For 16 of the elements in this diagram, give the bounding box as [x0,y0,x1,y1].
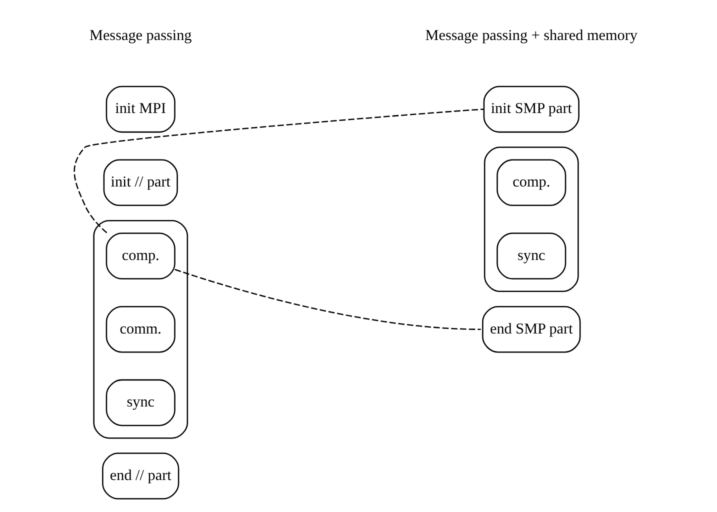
node-box: init // part [102,159,178,206]
node-box: end // part [102,452,179,500]
cluster [92,220,188,439]
node-box: comm. [105,306,175,353]
node-box: init SMP part [482,86,579,133]
node-box: sync [105,379,175,426]
node-box: end SMP part [482,306,580,353]
connector [73,108,483,234]
node-box: sync [496,232,566,280]
label: Message passing + shared memory [424,26,638,44]
node-box: comp. [105,232,175,280]
connector [174,268,480,330]
node-box: comp. [496,159,566,206]
node-box: init MPI [105,86,175,133]
label: Message passing [88,26,192,44]
cluster [483,146,578,292]
